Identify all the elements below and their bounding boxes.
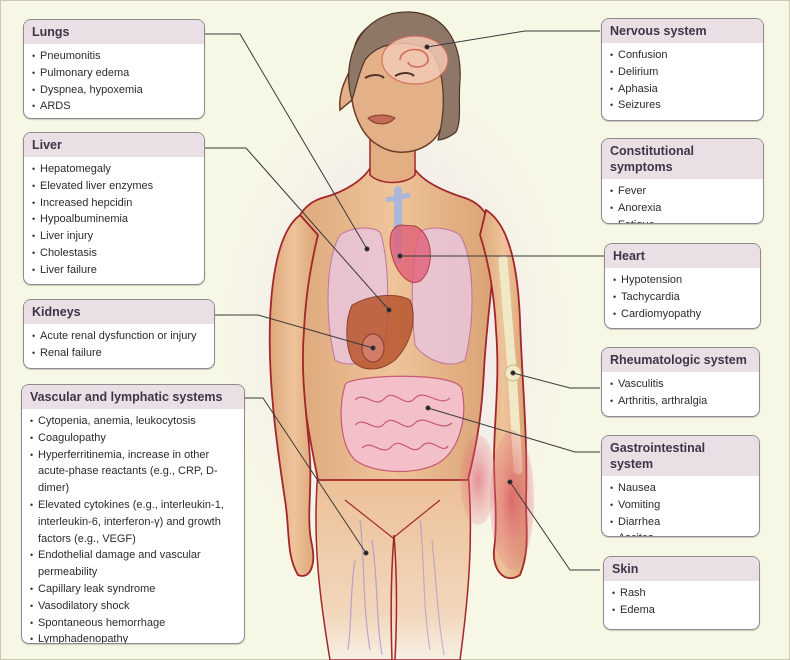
list-item: Cholestasis	[32, 245, 196, 262]
gastrointestinal-system-list: Nausea Vomiting Diarrhea Ascites	[602, 476, 759, 536]
list-item: Hypoalbuminemia	[32, 211, 196, 228]
list-item: Ascites	[610, 530, 751, 536]
lungs-list: Pneumonitis Pulmonary edema Dyspnea, hyp…	[24, 44, 204, 118]
list-item: Pulmonary edema	[32, 65, 196, 82]
list-item: Renal failure	[32, 345, 206, 362]
leader-vascular	[243, 397, 367, 554]
kidneys-list: Acute renal dysfunction or injury Renal …	[24, 324, 214, 368]
skin-list: Rash Edema	[604, 581, 759, 625]
leader-lines	[203, 30, 605, 571]
gastrointestinal-system-box: Gastrointestinal system Nausea Vomiting …	[601, 435, 760, 537]
list-item: Dyspnea, hypoxemia	[32, 82, 196, 99]
list-item: Endothelial damage and vascular permeabi…	[30, 547, 236, 581]
vascular-lymphatic-box: Vascular and lymphatic systems Cytopenia…	[21, 384, 245, 644]
list-item: Vomiting	[610, 497, 751, 514]
list-item: Increased hepcidin	[32, 195, 196, 212]
heart-list: Hypotension Tachycardia Cardiomyopathy	[605, 268, 760, 328]
leader-liver	[203, 147, 390, 311]
lungs-box: Lungs Pneumonitis Pulmonary edema Dyspne…	[23, 19, 205, 119]
list-item: Anorexia	[610, 200, 755, 217]
list-item: Vasodilatory shock	[30, 598, 236, 615]
arms	[268, 208, 534, 580]
head	[339, 11, 461, 184]
organs	[327, 186, 473, 473]
liver-box: Liver Hepatomegaly Elevated liver enzyme…	[23, 132, 205, 285]
legs	[315, 469, 472, 660]
list-item: Cytopenia, anemia, leukocytosis	[30, 413, 236, 430]
leader-nervous	[426, 30, 600, 48]
list-item: Diarrhea	[610, 514, 751, 531]
lungs-title: Lungs	[24, 20, 204, 44]
rheumatologic-system-box: Rheumatologic system Vasculitis Arthriti…	[601, 347, 760, 417]
list-item: Hepatomegaly	[32, 161, 196, 178]
list-item: Hypotension	[613, 272, 752, 289]
list-item: Capillary leak syndrome	[30, 581, 236, 598]
list-item: Aphasia	[610, 81, 755, 98]
leader-kidneys	[213, 314, 374, 349]
kidneys-box: Kidneys Acute renal dysfunction or injur…	[23, 299, 215, 369]
constitutional-symptoms-title: Constitutional symptoms	[602, 139, 763, 179]
skin-title: Skin	[604, 557, 759, 581]
heart-box: Heart Hypotension Tachycardia Cardiomyop…	[604, 243, 761, 329]
nervous-system-list: Confusion Delirium Aphasia Seizures	[602, 43, 763, 120]
list-item: Delirium	[610, 64, 755, 81]
constitutional-symptoms-list: Fever Anorexia Fatigue	[602, 179, 763, 223]
list-item: Spontaneous hemorrhage	[30, 615, 236, 632]
leader-lungs	[203, 33, 368, 250]
list-item: Seizures	[610, 97, 755, 114]
list-item: Fever	[610, 183, 755, 200]
list-item: Rash	[612, 585, 751, 602]
leader-gastrointestinal	[427, 407, 600, 453]
list-item: Elevated liver enzymes	[32, 178, 196, 195]
list-item: Lymphadenopathy	[30, 631, 236, 643]
leader-skin	[509, 481, 600, 571]
rheumatologic-system-list: Vasculitis Arthritis, arthralgia	[602, 372, 759, 416]
list-item: Confusion	[610, 47, 755, 64]
list-item: Edema	[612, 602, 751, 619]
heart-title: Heart	[605, 244, 760, 268]
list-item: Coagulopathy	[30, 430, 236, 447]
rheumatologic-system-title: Rheumatologic system	[602, 348, 759, 372]
list-item: Acute renal dysfunction or injury	[32, 328, 206, 345]
list-item: Elevated cytokines (e.g., interleukin-1,…	[30, 497, 236, 547]
list-item: Nausea	[610, 480, 751, 497]
nervous-system-box: Nervous system Confusion Delirium Aphasi…	[601, 18, 764, 121]
list-item: Liver failure	[32, 262, 196, 279]
list-item: Pneumonitis	[32, 48, 196, 65]
list-item: Tachycardia	[613, 289, 752, 306]
vascular-lymphatic-title: Vascular and lymphatic systems	[22, 385, 244, 409]
liver-list: Hepatomegaly Elevated liver enzymes Incr…	[24, 157, 204, 284]
list-item: ARDS	[32, 98, 196, 115]
list-item: Arthritis, arthralgia	[610, 393, 751, 410]
list-item: Fatigue	[610, 217, 755, 223]
gastrointestinal-system-title: Gastrointestinal system	[602, 436, 759, 476]
kidneys-title: Kidneys	[24, 300, 214, 324]
list-item: Vasculitis	[610, 376, 751, 393]
list-item: Cardiomyopathy	[613, 306, 752, 323]
nervous-system-title: Nervous system	[602, 19, 763, 43]
skin-box: Skin Rash Edema	[603, 556, 760, 630]
list-item: Hyperferritinemia, increase in other acu…	[30, 447, 236, 497]
list-item: Liver injury	[32, 228, 196, 245]
constitutional-symptoms-box: Constitutional symptoms Fever Anorexia F…	[601, 138, 764, 224]
leader-rheumatologic	[512, 372, 600, 389]
liver-title: Liver	[24, 133, 204, 157]
vascular-lymphatic-list: Cytopenia, anemia, leukocytosis Coagulop…	[22, 409, 244, 643]
